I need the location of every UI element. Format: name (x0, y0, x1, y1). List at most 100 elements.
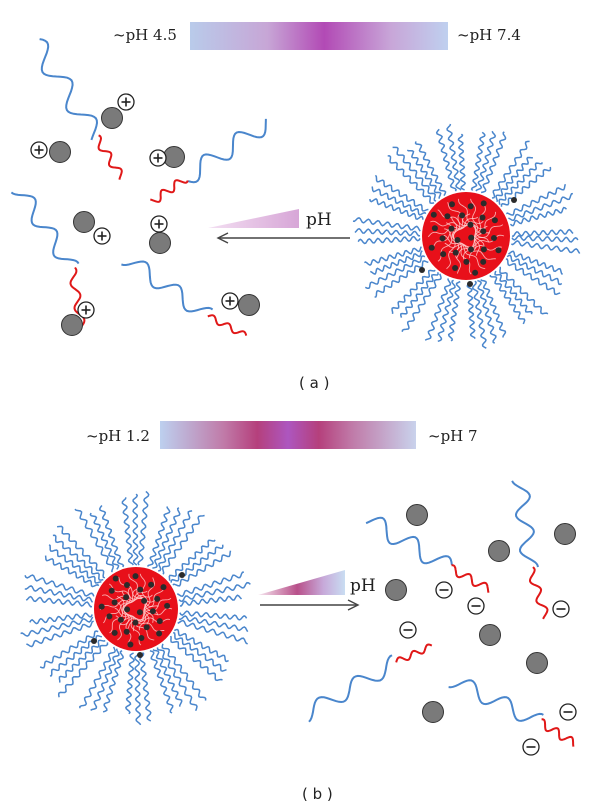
micelle-a-drug-dot (468, 246, 474, 253)
ph-label-low-a: ~pH 4.5 (113, 26, 177, 44)
micelle-a (352, 123, 581, 349)
micelle-b-drug-dot (137, 652, 143, 658)
micelle-b-drug-dot (108, 587, 115, 594)
arrow-ph-label-a: pH (306, 210, 332, 230)
ph-wedge-a (208, 209, 299, 228)
micelle-a-drug-dot (472, 269, 479, 276)
micelle-b-drug-dot (132, 619, 139, 626)
micelle-a-drug-dot (491, 235, 497, 241)
micelle-b-drug-dot (179, 572, 185, 578)
ph-gradient-bar-a (190, 22, 448, 50)
charge-a5 (150, 215, 168, 233)
charge-b4 (399, 621, 417, 639)
panel-caption-b: ( b ) (302, 785, 333, 803)
micelle-a-drug-dot (428, 244, 435, 251)
micelle-b-drug-dot (160, 584, 167, 591)
micelle-b-drug-dot (156, 630, 163, 637)
micelle-b-drug-dot (117, 616, 124, 623)
micelle-a-drug-dot (459, 212, 466, 219)
charge-b2 (467, 597, 485, 615)
drug-a4 (73, 211, 95, 233)
micelle-a-drug-dot (480, 246, 487, 253)
micelle-a-drug-dot (468, 234, 475, 241)
drug-a1 (101, 107, 123, 129)
drug-a3 (163, 146, 185, 168)
micelle-b-drug-dot (136, 609, 143, 616)
drug-b1 (406, 504, 428, 526)
charge-a4 (93, 227, 111, 245)
free-chain-a2 (150, 118, 267, 203)
micelle-a-drug-dot (444, 213, 451, 220)
micelle-b-drug-dot (112, 575, 119, 582)
drug-b6 (526, 652, 548, 674)
charge-b1 (435, 581, 453, 599)
micelle-b-drug-dot (156, 618, 163, 625)
charge-a6 (77, 301, 95, 319)
drug-a7 (238, 294, 260, 316)
micelle-a-drug-dot (454, 237, 461, 243)
charge-a2 (30, 141, 48, 159)
micelle-b-drug-dot (106, 613, 113, 620)
charge-a1 (117, 93, 135, 111)
free-chain-a1 (39, 38, 123, 180)
micelle-b-drug-dot (124, 582, 130, 588)
ph-label-low-b: ~pH 1.2 (86, 427, 150, 445)
micelle-b-drug-dot (123, 594, 130, 601)
micelle-a-drug-dot (440, 251, 447, 258)
micelle-b-drug-dot (132, 573, 139, 580)
micelle-a-drug-dot (467, 203, 474, 210)
micelle-a-drug-dot (479, 214, 486, 221)
micelle-a-drug-dot (491, 217, 498, 224)
micelle-b-drug-dot (143, 624, 150, 631)
drug-b3 (554, 523, 576, 545)
drug-b4 (385, 579, 407, 601)
micelle-a-drug-dot (480, 258, 487, 265)
arrow-left-a (216, 232, 350, 244)
micelle-b-drug-dot (111, 599, 118, 606)
micelle-a-drug-dot (430, 211, 437, 218)
micelle-b (20, 490, 251, 726)
free-chain-b1 (365, 516, 490, 593)
arrow-right-b (260, 599, 360, 611)
drug-a5 (149, 232, 171, 254)
micelle-b-drug-dot (123, 628, 130, 635)
micelle-b-drug-dot (91, 638, 97, 644)
micelle-b-drug-dot (111, 629, 118, 636)
charge-b3 (552, 600, 570, 618)
micelle-a-drug-dot (452, 249, 459, 256)
micelle-b-drug-dot (141, 597, 148, 604)
charge-b6 (522, 738, 540, 756)
micelle-b-drug-dot (124, 606, 131, 613)
micelle-a-drug-dot (439, 235, 446, 242)
micelle-a-drug-dot (431, 225, 438, 232)
micelle-b-drug-dot (164, 602, 171, 609)
free-chain-b3 (308, 643, 433, 723)
panel-caption-a: ( a ) (299, 374, 330, 392)
micelle-b-drug-dot (154, 595, 161, 602)
arrow-ph-label-b: pH (350, 576, 376, 596)
free-chain-a4 (121, 260, 248, 336)
ph-wedge-b (258, 570, 345, 595)
drug-b7 (422, 701, 444, 723)
free-chain-b4 (448, 679, 575, 747)
micelle-a-drug-dot (419, 267, 425, 273)
micelle-a-drug-dot (495, 247, 502, 254)
micelle-b-drug-dot (148, 581, 155, 588)
micelle-b-drug-dot (98, 603, 105, 610)
drug-a2 (49, 141, 71, 163)
micelle-a-drug-dot (448, 225, 455, 232)
charge-a7 (221, 292, 239, 310)
ph-label-high-a: ~pH 7.4 (457, 26, 521, 44)
ph-label-high-b: ~pH 7 (428, 427, 478, 445)
micelle-b-drug-dot (127, 641, 134, 648)
micelle-a-drug-dot (463, 258, 470, 265)
ph-gradient-bar-b (160, 421, 416, 449)
micelle-a-drug-dot (452, 265, 459, 271)
micelle-b-drug-dot (138, 635, 145, 641)
free-chain-b2 (511, 480, 549, 620)
free-chain-a3 (10, 191, 86, 331)
micelle-b-drug-dot (137, 586, 144, 593)
micelle-a-drug-dot (467, 281, 473, 287)
drug-b5 (479, 624, 501, 646)
